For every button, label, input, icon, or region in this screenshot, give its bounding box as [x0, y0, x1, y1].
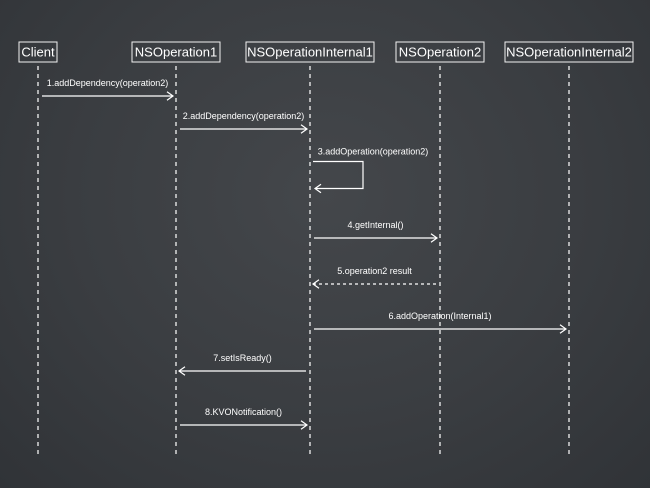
message-5: 5.operation2 result — [311, 266, 436, 289]
message-label-2: 2.addDependency(operation2) — [183, 111, 305, 121]
message-label-3: 3.addOperation(operation2) — [318, 147, 429, 157]
actor-label-nsop2: NSOperation2 — [399, 45, 481, 60]
messages: 1.addDependency(operation2) 2.addDependen… — [42, 78, 568, 430]
message-6: 6.addOperation(Internal1) — [314, 311, 568, 334]
actor-box-nsopint1 — [245, 41, 375, 63]
actor-box-client — [18, 41, 58, 63]
actors: Client NSOperation1 NSOperationInternal1 NS… — [18, 41, 634, 63]
actor-nsopint1: NSOperationInternal1 — [245, 41, 375, 63]
message-arrow-7 — [177, 366, 186, 376]
message-4: 4.getInternal() — [314, 220, 439, 243]
actor-label-nsopint2: NSOperationInternal2 — [506, 45, 632, 60]
message-7: 7.setIsReady() — [177, 353, 306, 376]
message-label-8: 8.KVONotification() — [205, 407, 282, 417]
message-label-6: 6.addOperation(Internal1) — [388, 311, 491, 321]
actor-nsopint2: NSOperationInternal2 — [504, 41, 634, 63]
message-3: 3.addOperation(operation2) — [313, 147, 429, 194]
actor-box-nsop1 — [131, 41, 221, 63]
message-label-5: 5.operation2 result — [337, 266, 412, 276]
message-2: 2.addDependency(operation2) — [180, 111, 309, 134]
actor-nsop2: NSOperation2 — [395, 41, 485, 63]
actor-label-client: Client — [21, 45, 55, 60]
message-arrow-4 — [430, 233, 439, 243]
message-arrow-8 — [300, 420, 309, 430]
message-1: 1.addDependency(operation2) — [42, 78, 175, 101]
actor-label-nsop1: NSOperation1 — [135, 45, 217, 60]
message-8: 8.KVONotification() — [180, 407, 309, 430]
actor-box-nsopint2 — [504, 41, 634, 63]
message-label-1: 1.addDependency(operation2) — [47, 78, 169, 88]
message-label-7: 7.setIsReady() — [213, 353, 272, 363]
message-arrow-3 — [313, 183, 322, 194]
message-label-4: 4.getInternal() — [347, 220, 403, 230]
message-arrow-6 — [559, 324, 568, 334]
message-line-3 — [313, 160, 364, 190]
message-arrow-5 — [311, 279, 320, 289]
actor-box-nsop2 — [395, 41, 485, 63]
actor-nsop1: NSOperation1 — [131, 41, 221, 63]
message-arrow-2 — [300, 124, 309, 134]
message-arrow-1 — [166, 91, 175, 101]
actor-client: Client — [18, 41, 58, 63]
lifelines — [37, 66, 570, 458]
actor-label-nsopint1: NSOperationInternal1 — [247, 45, 373, 60]
